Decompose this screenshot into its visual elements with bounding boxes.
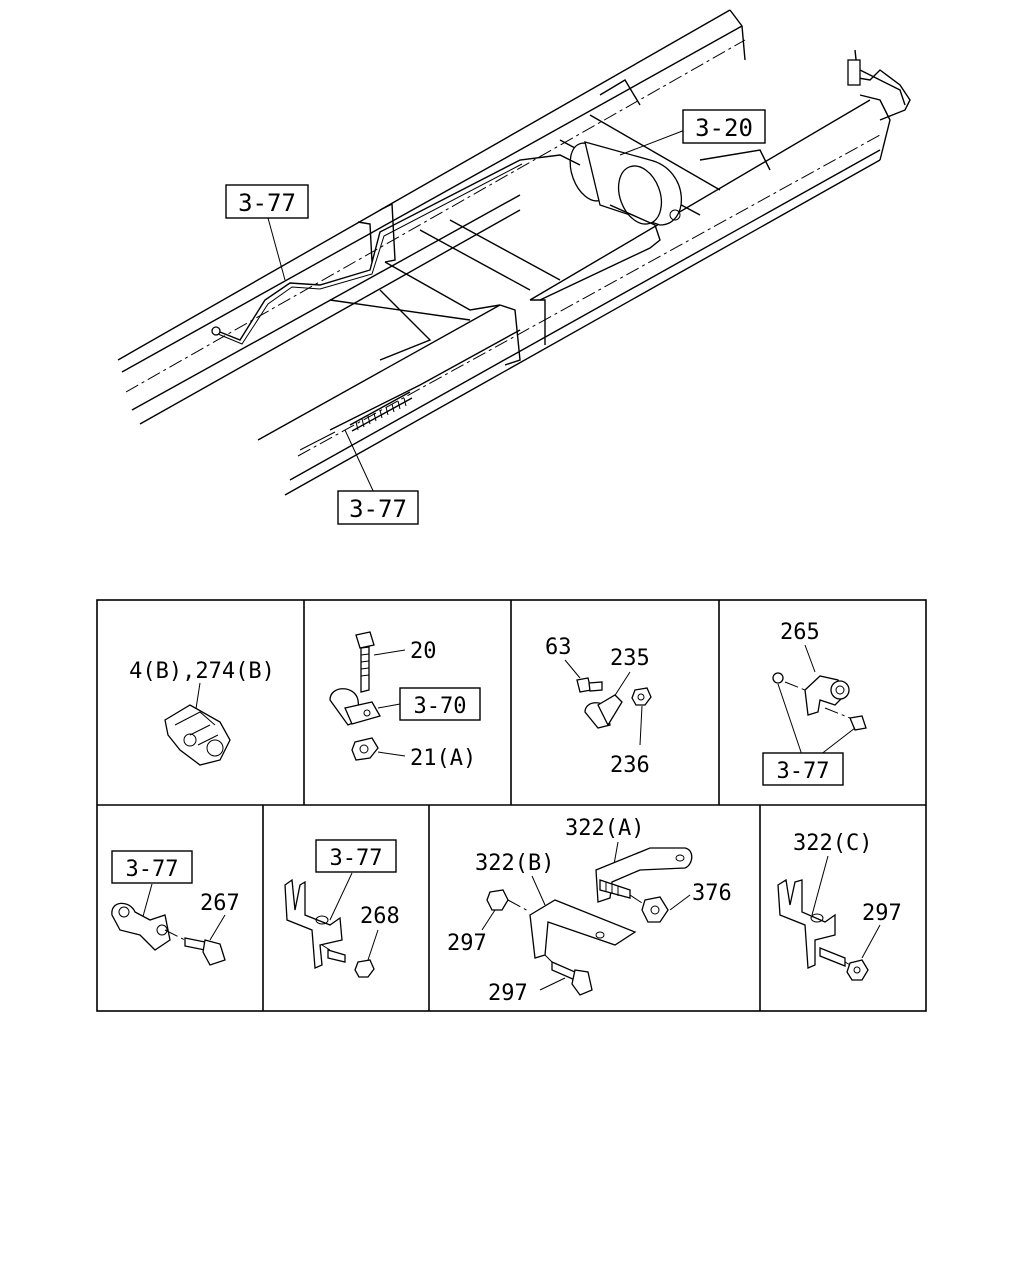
- cell-bolt-clip-nut: 20 3-70 21(A): [329, 631, 481, 771]
- part-label: 20: [410, 639, 437, 664]
- nut-icon: [351, 737, 379, 761]
- part-label: 268: [360, 904, 400, 929]
- bolt-icon: [819, 947, 846, 967]
- nut-icon: [486, 889, 509, 911]
- bracket-icon: [284, 878, 343, 969]
- bracket-icon: [111, 902, 171, 951]
- ref-label: 3-77: [238, 189, 296, 217]
- bracket-c-icon: [777, 878, 836, 969]
- cell-clamp-265: 265 3-77: [762, 620, 867, 786]
- ref-label: 3-77: [349, 495, 407, 523]
- washer-icon: [772, 672, 784, 684]
- part-label: 4(B),274(B): [129, 659, 275, 684]
- nut-icon: [354, 959, 375, 978]
- ref-label: 3-70: [414, 694, 467, 719]
- part-label: 297: [447, 931, 487, 956]
- part-label: 235: [610, 646, 650, 671]
- part-label: 322(A): [565, 816, 644, 841]
- clamp-icon: [584, 694, 623, 729]
- part-label: 63: [545, 635, 572, 660]
- clip-icon: [329, 688, 381, 726]
- nut-icon: [641, 896, 669, 923]
- bracket-a-icon: [595, 847, 693, 903]
- ref-label: 3-20: [695, 114, 753, 142]
- bolt-icon: [599, 879, 631, 899]
- cell-bolt-clamp-nut: 63 235 236: [545, 635, 652, 778]
- bolt-icon: [355, 631, 375, 693]
- bolt-icon: [327, 949, 346, 963]
- chassis-frame-view: [117, 9, 911, 496]
- ref-callout-tank: 3-20: [682, 109, 766, 144]
- parts-table-grid: [96, 599, 927, 1012]
- part-label: 322(B): [475, 851, 554, 876]
- ref-label: 3-77: [330, 846, 383, 871]
- part-label: 322(C): [793, 831, 872, 856]
- clamp-icon: [804, 675, 850, 716]
- cell-bracket-267: 3-77 267: [111, 850, 240, 966]
- bolt-icon: [184, 937, 226, 966]
- part-label: 265: [780, 620, 820, 645]
- part-label: 267: [200, 891, 240, 916]
- cell-clip-4b-274b: 4(B),274(B): [129, 659, 275, 766]
- cell-bracket-268: 3-77 268: [284, 839, 400, 978]
- bracket-b-icon: [529, 899, 637, 959]
- ref-label: 3-77: [126, 857, 179, 882]
- nut-icon: [631, 687, 652, 706]
- part-label: 297: [862, 901, 902, 926]
- hose-spring: [349, 391, 413, 432]
- part-label: 376: [692, 881, 732, 906]
- ref-callout-lower: 3-77: [337, 490, 419, 525]
- nut-icon: [846, 959, 869, 981]
- ref-label: 3-77: [777, 759, 830, 784]
- bolt-icon: [551, 961, 593, 996]
- part-label: 21(A): [410, 746, 476, 771]
- clip-icon: [164, 704, 231, 766]
- part-label: 297: [488, 981, 528, 1006]
- cell-bracket-322c: 322(C) 297: [777, 831, 902, 981]
- ref-callout-upper-left: 3-77: [225, 184, 309, 219]
- cell-brackets-322: 322(A) 376 322(B) 297: [447, 816, 732, 1006]
- part-label: 236: [610, 753, 650, 778]
- bolt-icon: [576, 677, 603, 693]
- bolt-icon: [849, 715, 867, 731]
